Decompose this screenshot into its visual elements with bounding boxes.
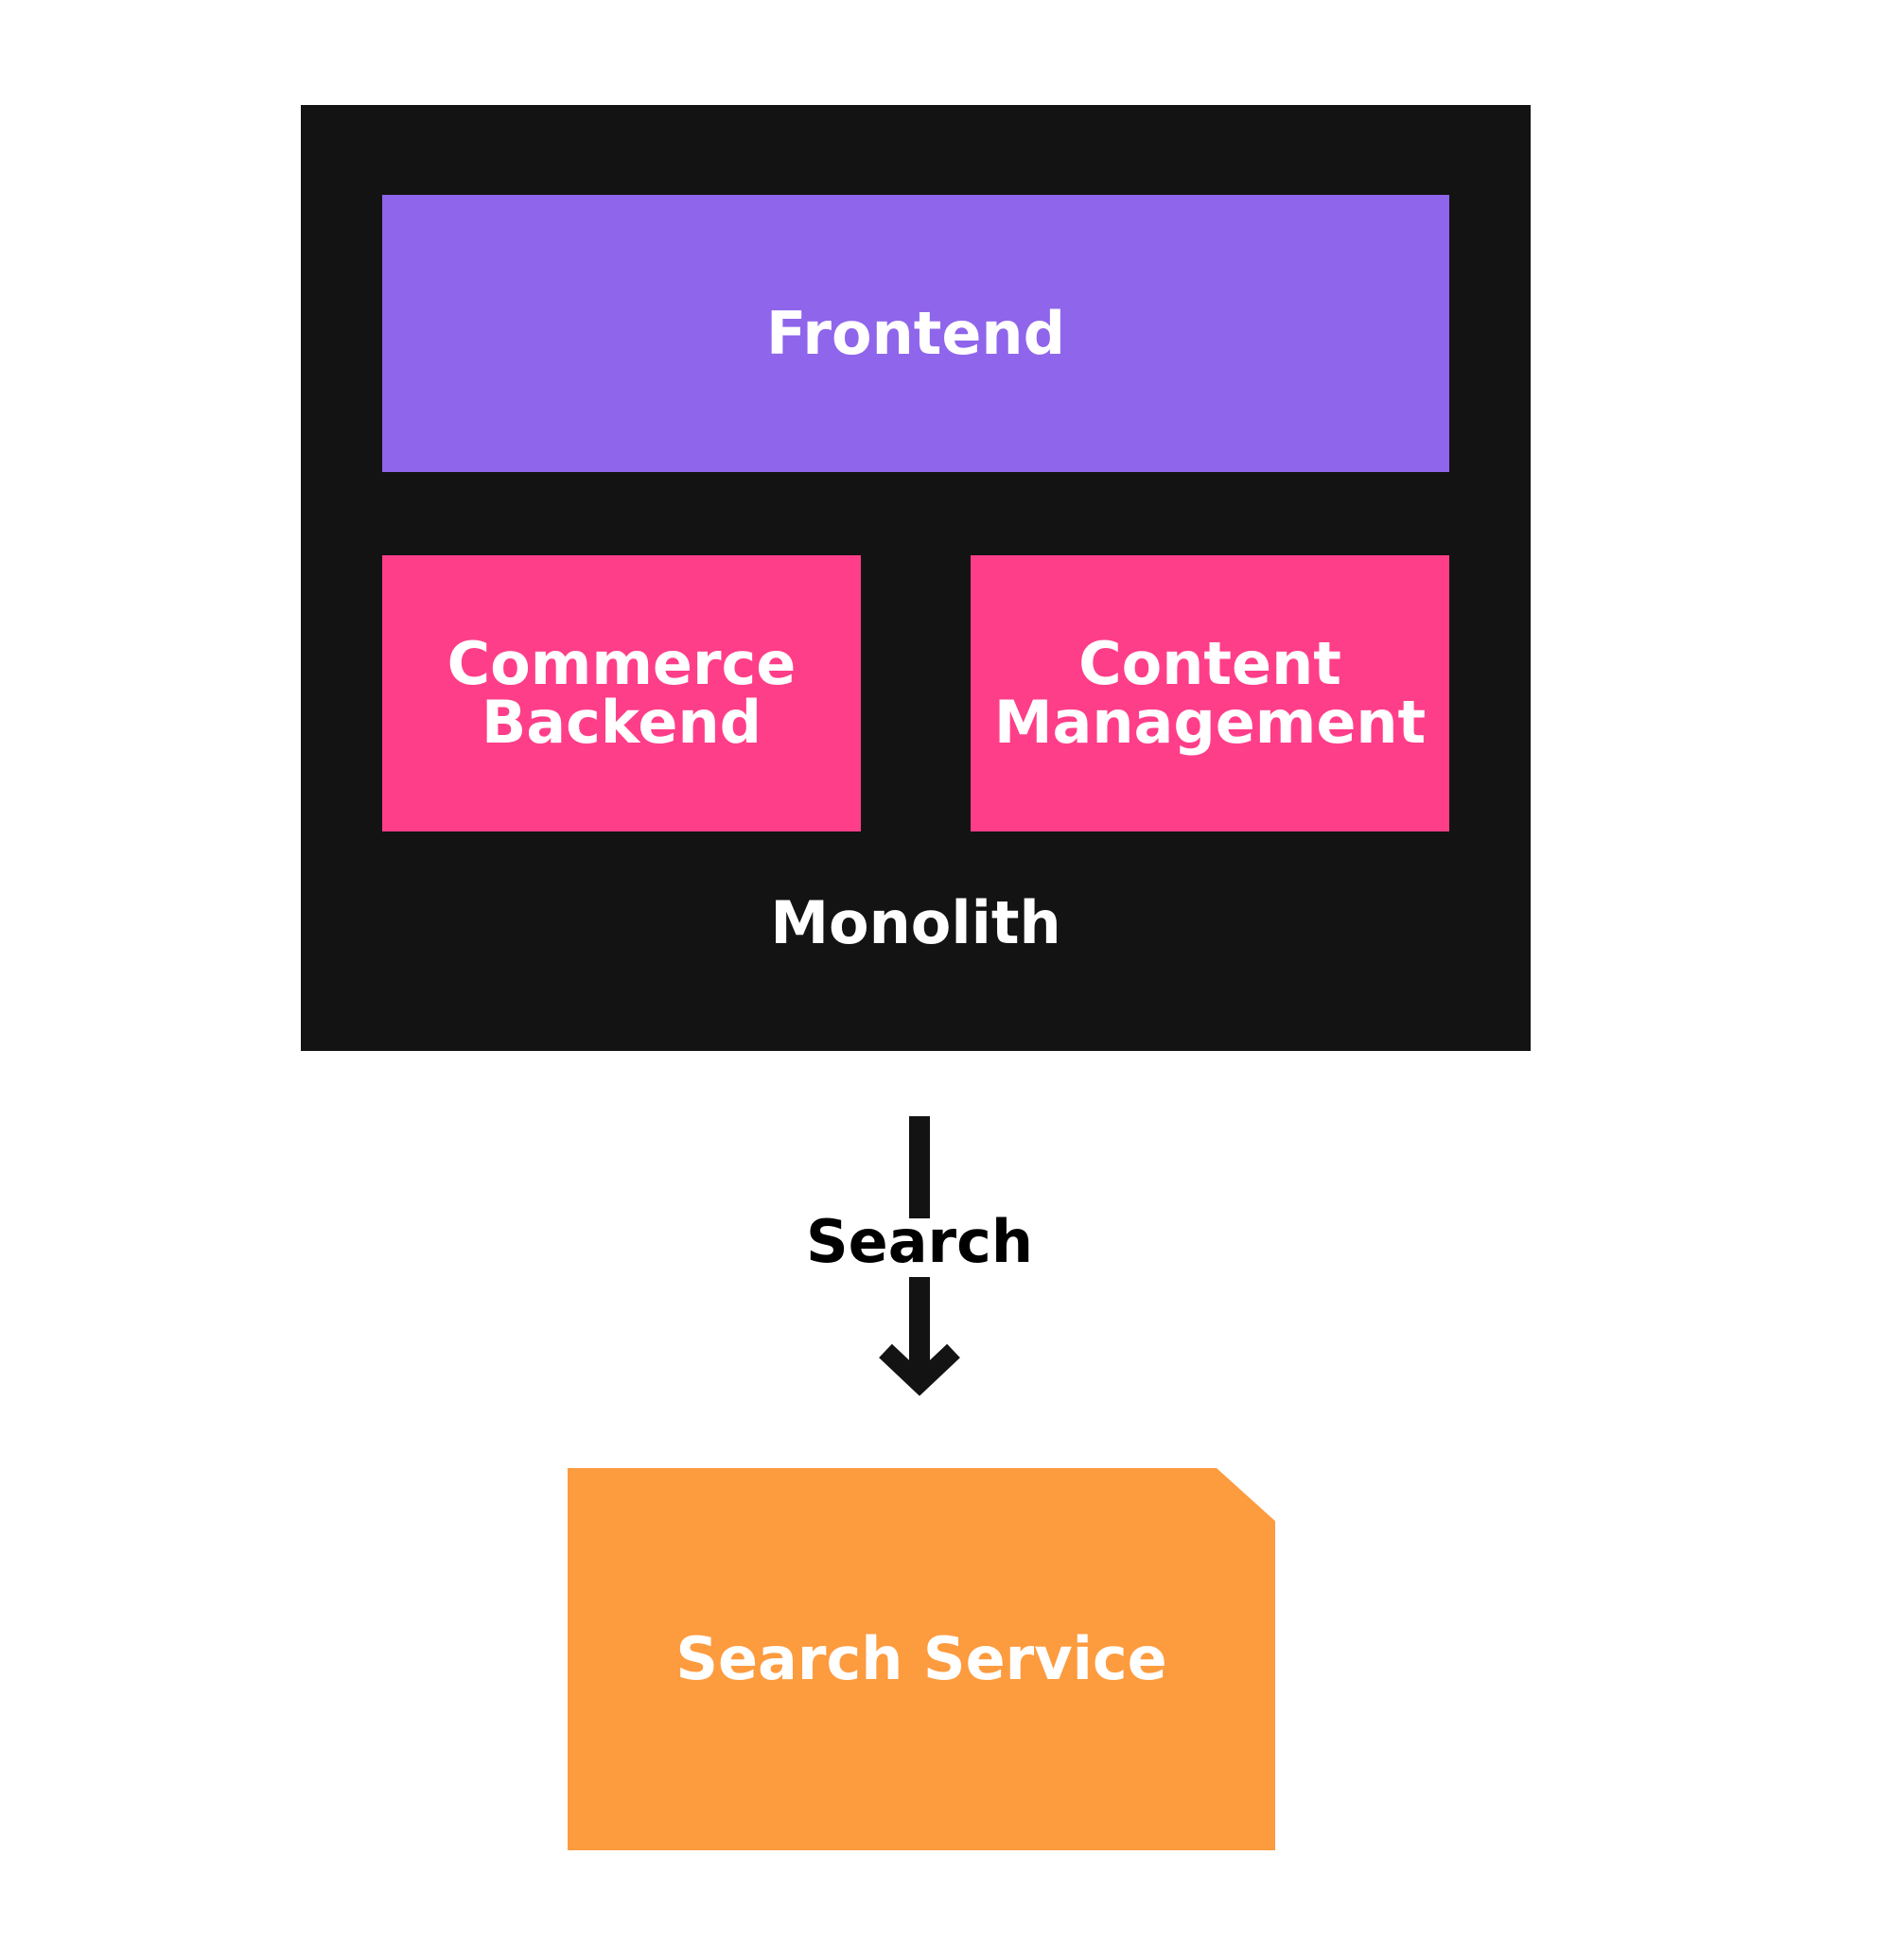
content-management-label: Content Management: [994, 635, 1426, 752]
commerce-backend-label-line-1: Commerce: [447, 629, 797, 698]
content-management-label-line-2: Management: [993, 688, 1427, 757]
frontend-label: Frontend: [766, 298, 1065, 368]
commerce-backend-box: Commerce Backend: [382, 555, 861, 831]
content-management-box: Content Management: [971, 555, 1449, 831]
search-service-label: Search Service: [675, 1624, 1167, 1693]
commerce-backend-label-line-2: Backend: [482, 688, 762, 757]
commerce-backend-label: Commerce Backend: [447, 635, 797, 752]
content-management-label-line-1: Content: [1078, 629, 1341, 698]
frontend-box: Frontend: [382, 195, 1449, 472]
search-service-box: Search Service: [568, 1468, 1275, 1850]
arrow-head: [879, 1343, 960, 1396]
search-arrow-label: Search: [805, 1207, 1033, 1276]
arrow-shaft-top: [909, 1116, 930, 1218]
monolith-label: Monolith: [770, 888, 1061, 957]
arrow-shaft-bottom: [909, 1277, 930, 1372]
